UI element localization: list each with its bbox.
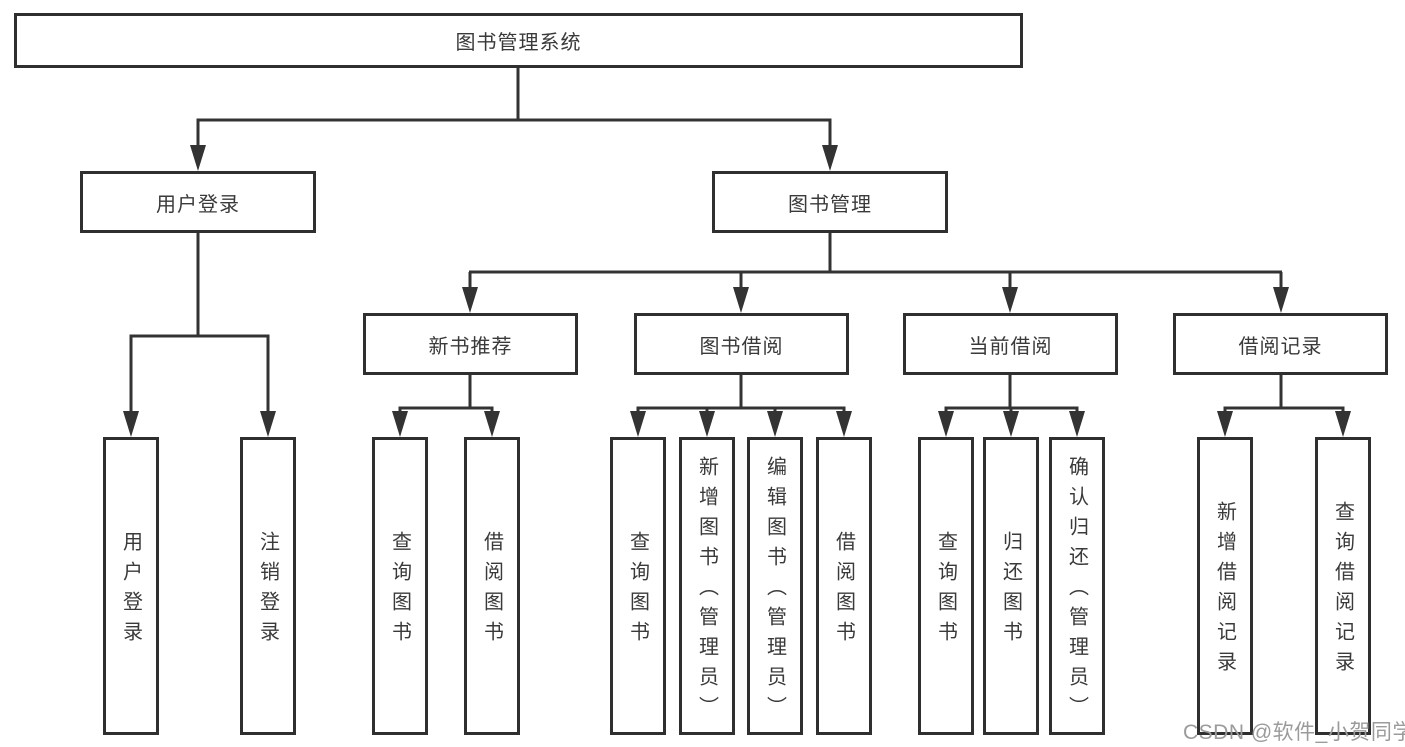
node-label: 新增图书（管理员） xyxy=(695,456,718,726)
leaf-add-books-admin: 新增图书（管理员） xyxy=(679,437,735,735)
arrow-down-icon xyxy=(938,411,954,437)
leaf-query-books-current: 查询图书 xyxy=(918,437,974,735)
node-label: 查询借阅记录 xyxy=(1331,501,1354,681)
arrow-down-icon xyxy=(699,411,715,437)
leaf-query-books-newbooks: 查询图书 xyxy=(372,437,428,735)
arrow-down-icon xyxy=(260,411,276,437)
arrow-down-icon xyxy=(392,411,408,437)
node-label: 注销登录 xyxy=(256,531,279,651)
node-label: 归还图书 xyxy=(999,531,1022,651)
leaf-user-login: 用户登录 xyxy=(103,437,159,735)
node-new-book-recommend: 新书推荐 xyxy=(363,313,578,375)
leaf-logout: 注销登录 xyxy=(240,437,296,735)
leaf-query-borrow-record: 查询借阅记录 xyxy=(1315,437,1371,735)
connector-book-management-branch xyxy=(468,233,1283,288)
connector-borrow-records-branch xyxy=(1223,375,1345,412)
node-label: 确认归还（管理员） xyxy=(1065,456,1088,726)
arrow-down-icon xyxy=(190,145,206,171)
arrow-down-icon xyxy=(836,411,852,437)
arrow-down-icon xyxy=(123,411,139,437)
arrow-down-icon xyxy=(767,411,783,437)
leaf-query-books-borrow: 查询图书 xyxy=(610,437,666,735)
arrow-down-icon xyxy=(630,411,646,437)
node-current-borrow: 当前借阅 xyxy=(903,313,1118,375)
node-label: 图书管理系统 xyxy=(455,32,582,54)
node-label: 图书管理 xyxy=(788,193,872,216)
connector-root-to-level2 xyxy=(196,68,832,146)
node-label: 图书借阅 xyxy=(699,335,784,358)
connector-new-books-branch xyxy=(398,375,494,412)
node-label: 新增借阅记录 xyxy=(1213,501,1236,681)
arrow-down-icon xyxy=(1335,411,1351,437)
node-label: 编辑图书（管理员） xyxy=(763,456,786,726)
node-borrow-records: 借阅记录 xyxy=(1173,313,1388,375)
leaf-confirm-return-admin: 确认归还（管理员） xyxy=(1049,437,1105,735)
node-label: 查询图书 xyxy=(626,531,649,651)
node-book-borrow: 图书借阅 xyxy=(634,313,849,375)
node-label: 借阅图书 xyxy=(832,531,855,651)
connector-current-borrow-branch xyxy=(944,375,1079,412)
connector-user-login-branch xyxy=(129,233,270,412)
node-label: 新书推荐 xyxy=(428,335,513,358)
arrow-down-icon xyxy=(1273,287,1289,313)
arrow-down-icon xyxy=(1069,411,1085,437)
leaf-return-books: 归还图书 xyxy=(983,437,1039,735)
node-book-management: 图书管理 xyxy=(712,171,948,233)
arrow-down-icon xyxy=(1217,411,1233,437)
node-label: 用户登录 xyxy=(156,193,240,216)
leaf-add-borrow-record: 新增借阅记录 xyxy=(1197,437,1253,735)
arrow-down-icon xyxy=(733,287,749,313)
leaf-borrow-books-newbooks: 借阅图书 xyxy=(464,437,520,735)
node-label: 借阅图书 xyxy=(480,531,503,651)
node-label: 借阅记录 xyxy=(1238,335,1323,358)
node-label: 用户登录 xyxy=(119,531,142,651)
node-label: 查询图书 xyxy=(388,531,411,651)
arrow-down-icon xyxy=(1002,287,1018,313)
leaf-borrow-books-borrow: 借阅图书 xyxy=(816,437,872,735)
node-label: 查询图书 xyxy=(934,531,957,651)
node-label: 当前借阅 xyxy=(968,335,1053,358)
arrow-down-icon xyxy=(822,145,838,171)
arrow-down-icon xyxy=(462,287,478,313)
node-library-management-system: 图书管理系统 xyxy=(14,13,1023,68)
node-user-login: 用户登录 xyxy=(80,171,316,233)
connector-book-borrow-branch xyxy=(636,375,846,412)
arrow-down-icon xyxy=(1003,411,1019,437)
csdn-watermark: CSDN @软件_小贺同学 xyxy=(1183,721,1405,744)
arrow-down-icon xyxy=(484,411,500,437)
leaf-edit-books-admin: 编辑图书（管理员） xyxy=(747,437,803,735)
